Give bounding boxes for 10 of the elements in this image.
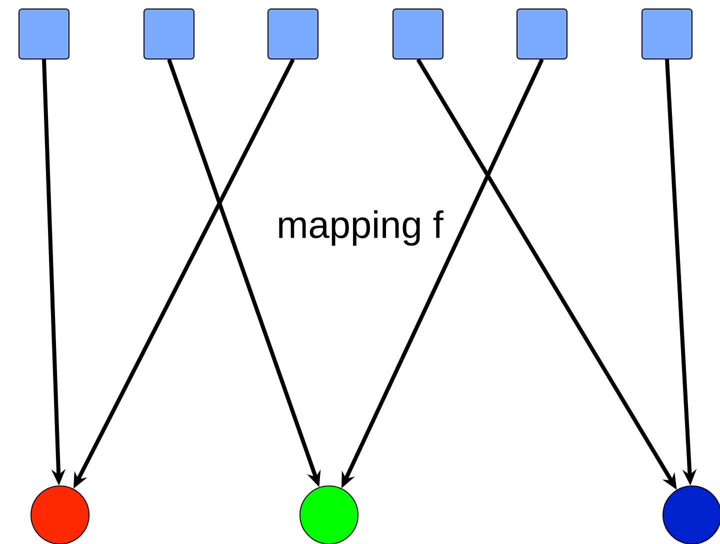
square [268,8,318,60]
square [392,8,444,60]
circle [300,486,358,544]
circle [30,486,90,544]
circle [662,486,720,544]
square [18,8,70,60]
square [144,8,194,60]
square [516,8,568,60]
diagram-label: mapping f [279,210,444,246]
square [642,8,692,60]
